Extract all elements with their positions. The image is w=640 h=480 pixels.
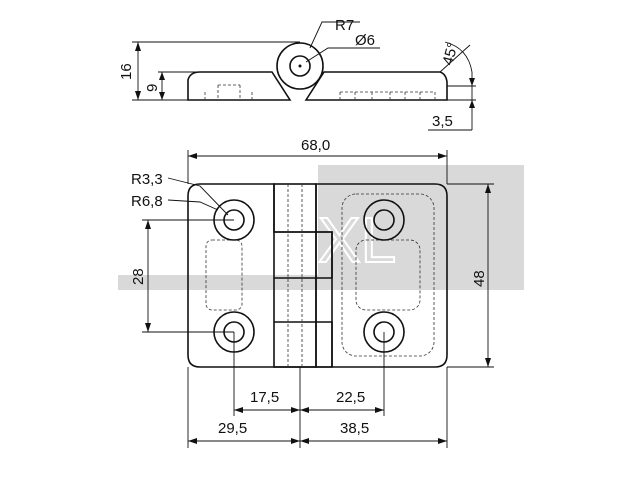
- watermark-band: [118, 275, 318, 290]
- dim-label-9: 9: [144, 84, 161, 92]
- dim-label-r68: R6,8: [131, 193, 163, 210]
- side-view-knuckle: [276, 42, 324, 90]
- dim-label-48: 48: [471, 270, 488, 287]
- leader-r7: [309, 21, 360, 49]
- hole-top-right: [363, 199, 405, 241]
- angle-arc: [444, 41, 473, 73]
- dim-label-385: 38,5: [340, 420, 369, 437]
- dim-label-r33: R3,3: [131, 171, 163, 188]
- leader-r33: [167, 177, 229, 216]
- arrows-35: [469, 78, 475, 108]
- pocket-right-outer: [341, 193, 435, 357]
- knuckle-tab-lower: [316, 321, 333, 367]
- side-view: 16 9 R7 Ø6 45° 3,5: [118, 17, 476, 131]
- dim-label-225: 22,5: [336, 389, 365, 406]
- dim-label-16: 16: [118, 63, 135, 80]
- dim-label-68: 68,0: [301, 137, 330, 154]
- leader-r68: [167, 199, 219, 211]
- knuckle-outline: [273, 183, 317, 368]
- arrows-175-225: [234, 407, 384, 413]
- dim-label-d6: Ø6: [355, 32, 375, 49]
- dim-label-295: 29,5: [218, 420, 247, 437]
- dim-label-28: 28: [130, 268, 147, 285]
- right-leaf-outline: [315, 183, 448, 368]
- arrows-9: [159, 72, 165, 100]
- side-view-right-leaf: [304, 71, 448, 101]
- dim-label-r7: R7: [335, 17, 354, 34]
- leader-d6: [305, 47, 380, 63]
- side-view-hidden-left: [204, 84, 253, 100]
- side-view-pin-hole: [289, 55, 311, 77]
- knuckle-tab-upper: [316, 231, 333, 279]
- watermark-box: [318, 165, 524, 290]
- watermark: TechXXL: [118, 165, 524, 290]
- dim-label-45: 45°: [439, 41, 461, 67]
- side-view-left-leaf: [187, 71, 292, 101]
- watermark-text: TechXXL: [140, 204, 396, 276]
- dim-label-175: 17,5: [250, 389, 279, 406]
- pocket-left: [205, 239, 243, 311]
- dim-label-35: 3,5: [432, 113, 453, 130]
- side-view-hidden-right: [339, 91, 436, 100]
- side-view-pin-center: [298, 64, 302, 68]
- front-view: 68,0: [130, 137, 494, 448]
- angle-line: [439, 44, 471, 73]
